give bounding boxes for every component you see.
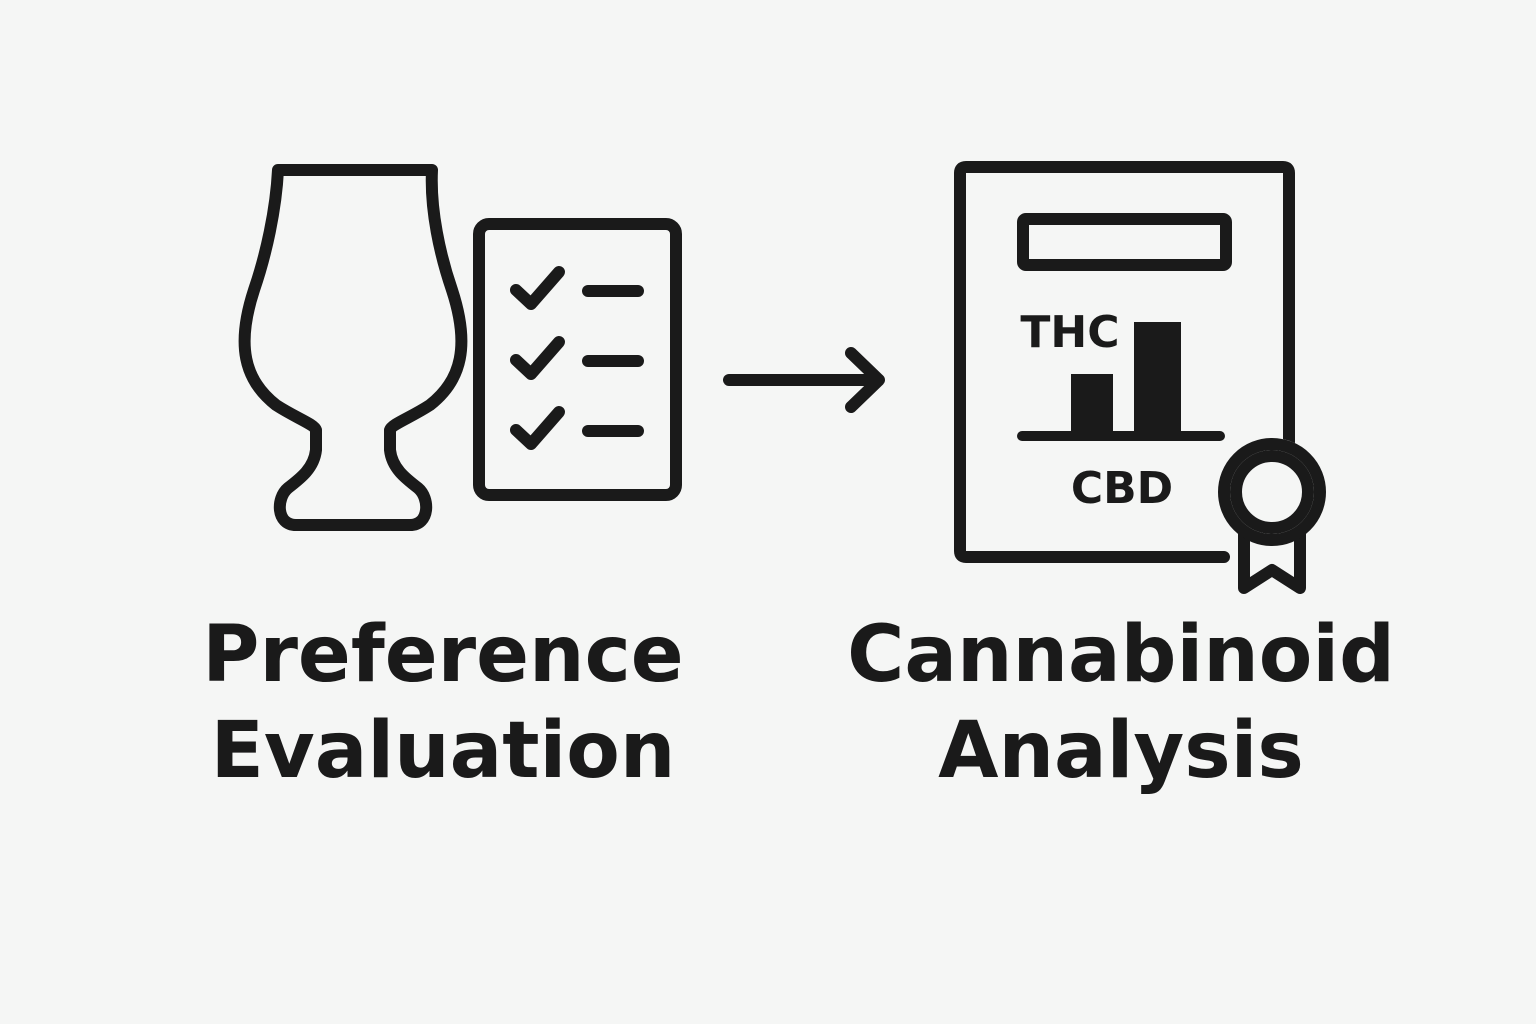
check-mark-icon — [510, 336, 565, 380]
preference-evaluation-group: Preference Evaluation — [202, 164, 684, 796]
check-mark-icon — [510, 406, 565, 450]
award-ribbon-icon — [1218, 438, 1326, 594]
lab-report-icon: THC CBD — [954, 161, 1295, 563]
right-arrow-icon — [723, 347, 885, 413]
ribbon-tails — [1238, 526, 1306, 594]
preference-title-line1: Preference — [202, 610, 683, 700]
cbd-label: CBD — [1071, 463, 1173, 514]
checklist-icon — [473, 218, 682, 501]
preference-title-line2: Evaluation — [211, 706, 676, 796]
bar-chart-icon — [1017, 322, 1225, 441]
chart-bar-tall — [1134, 322, 1181, 436]
chart-bar-short — [1071, 374, 1113, 436]
cannabinoid-title-line1: Cannabinoid — [847, 610, 1395, 700]
cannabinoid-analysis-group: THC CBD Cannabinoid Analysis — [847, 161, 1395, 796]
document-header-bar — [1017, 213, 1232, 271]
medal-outer-ring — [1218, 438, 1326, 546]
tasting-glass-icon — [238, 164, 468, 531]
document-outline — [954, 161, 1295, 563]
thc-label: THC — [1020, 307, 1119, 358]
medal-inner-ring — [1230, 450, 1314, 534]
checklist-card — [473, 218, 682, 501]
check-mark-icon — [510, 266, 565, 310]
cannabinoid-title-line2: Analysis — [938, 706, 1304, 796]
